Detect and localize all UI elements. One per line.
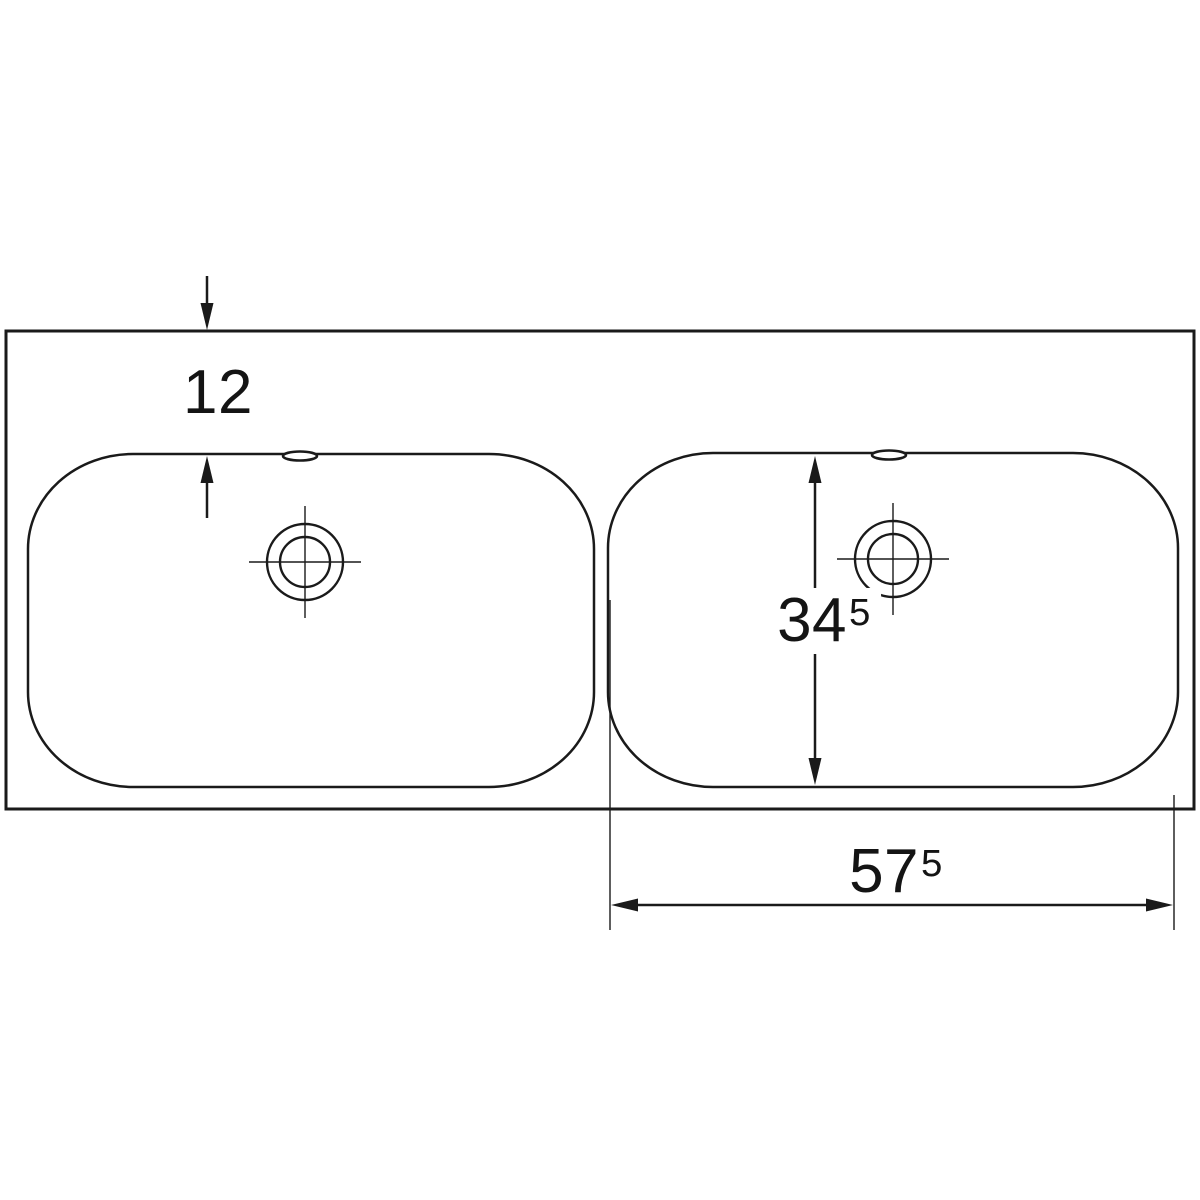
left-drain-outer-circle (265, 522, 345, 602)
arrowhead-down-icon (200, 303, 214, 330)
left-drain-inner-circle (278, 535, 332, 589)
left-drain-symbol (249, 506, 361, 618)
countertop-outline (4, 329, 1196, 811)
dimension-value-superscript: 5 (921, 841, 943, 885)
dimension-top-offset-arrows (200, 276, 214, 518)
right-overflow-slot (870, 449, 908, 461)
left-basin-outline (26, 452, 596, 789)
arrowhead-right-icon (1146, 898, 1173, 912)
right-drain-symbol (837, 503, 949, 615)
dimension-value: 57 (849, 837, 920, 906)
arrowhead-down-icon (808, 758, 822, 785)
right-drain-outer-circle (853, 519, 933, 599)
arrowhead-up-icon (200, 456, 214, 483)
dimension-value: 34 (777, 586, 848, 655)
dimension-value-superscript: 5 (849, 590, 871, 634)
dimension-label-basin-width: 575 (849, 841, 943, 903)
dimension-value: 12 (183, 358, 253, 427)
dimension-label-top-offset: 12 (183, 362, 253, 424)
right-drain-inner-circle (866, 532, 920, 586)
dimension-basin-width-arrows (609, 600, 1175, 930)
dimension-label-basin-depth: 345 (767, 588, 881, 654)
arrowhead-up-icon (808, 456, 822, 483)
arrowhead-left-icon (611, 898, 638, 912)
left-overflow-slot (281, 450, 319, 462)
